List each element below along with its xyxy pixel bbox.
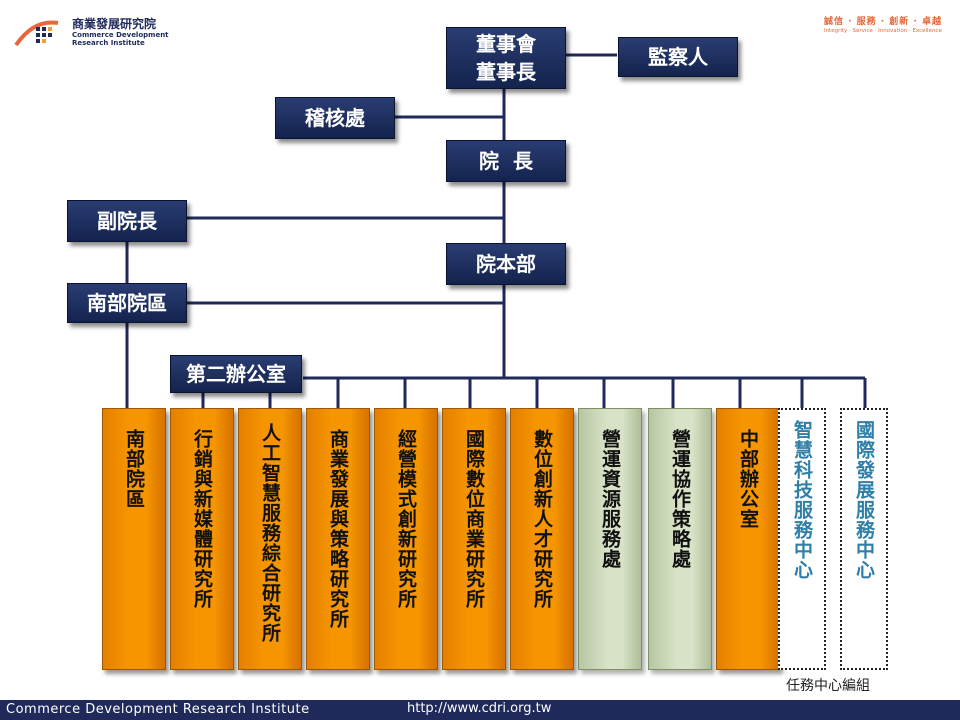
unit-label: 營運資源服務處 [599,429,621,569]
unit-label: 經營模式創新研究所 [395,429,417,609]
unit-business-strategy-institute: 商業發展與策略研究所 [306,408,370,670]
chairman-label: 董事長 [476,60,536,84]
board-box: 董事會 董事長 [446,27,566,89]
president-box: 院 長 [446,140,566,182]
unit-southern-campus: 南部院區 [102,408,166,670]
unit-label: 南部院區 [123,429,145,509]
unit-operations-resource-services: 營運資源服務處 [578,408,642,670]
unit-label: 行銷與新媒體研究所 [191,429,213,609]
slogan: 誠信 · 服務 · 創新 · 卓越 Integrity · Service · … [824,14,942,34]
logo-chinese-name: 商業發展研究院 [72,17,157,31]
southern-campus-label: 南部院區 [87,291,167,315]
supervisor-label: 監察人 [648,45,708,69]
southern-campus-box: 南部院區 [67,283,187,323]
unit-label: 國際發展服務中心 [853,420,875,580]
vice-president-label: 副院長 [97,209,157,233]
footer-institute-name: Commerce Development Research Institute [6,702,310,717]
unit-operations-collaboration-strategy: 營運協作策略處 [648,408,712,670]
footer-url-link[interactable]: http://www.cdri.org.tw [407,701,552,716]
unit-digital-innovation-talent-institute: 數位創新人才研究所 [510,408,574,670]
task-center-note: 任務中心編組 [786,678,870,694]
logo-english-line2: Research Institute [72,39,145,47]
audit-label: 稽核處 [305,106,365,130]
slogan-chinese: 誠信 · 服務 · 創新 · 卓越 [823,17,942,27]
cdri-logo-icon [14,20,59,47]
unit-label: 國際數位商業研究所 [463,429,485,609]
unit-international-digital-business-institute: 國際數位商業研究所 [442,408,506,670]
unit-label: 數位創新人才研究所 [531,429,553,609]
unit-central-office: 中部辦公室 [716,408,780,670]
unit-ai-services-institute: 人工智慧服務綜合研究所 [238,408,302,670]
cdri-logo: 商業發展研究院 Commerce Development Research In… [14,13,174,53]
logo-english-name: Commerce Development Research Institute [72,31,169,47]
slogan-english: Integrity · Service · Innovation · Excel… [823,28,942,34]
logo-english-line1: Commerce Development [72,31,169,39]
unit-label: 商業發展與策略研究所 [327,429,349,629]
unit-label: 人工智慧服務綜合研究所 [259,423,281,643]
unit-label: 智慧科技服務中心 [791,420,813,580]
unit-label: 營運協作策略處 [669,429,691,569]
audit-box: 稽核處 [275,97,395,139]
board-label: 董事會 [476,32,536,56]
headquarters-box: 院本部 [446,243,566,285]
unit-smart-tech-service-center: 智慧科技服務中心 [778,408,826,670]
unit-international-development-service-center: 國際發展服務中心 [840,408,888,670]
second-office-label: 第二辦公室 [186,362,286,386]
headquarters-label: 院本部 [476,252,536,276]
unit-business-model-innovation-institute: 經營模式創新研究所 [374,408,438,670]
unit-label: 中部辦公室 [737,429,759,529]
footer-bar: Commerce Development Research Institute … [0,700,960,720]
second-office-box: 第二辦公室 [170,355,302,393]
president-label: 院 長 [479,149,533,173]
supervisor-box: 監察人 [618,37,738,77]
unit-marketing-new-media-institute: 行銷與新媒體研究所 [170,408,234,670]
vice-president-box: 副院長 [67,200,187,242]
